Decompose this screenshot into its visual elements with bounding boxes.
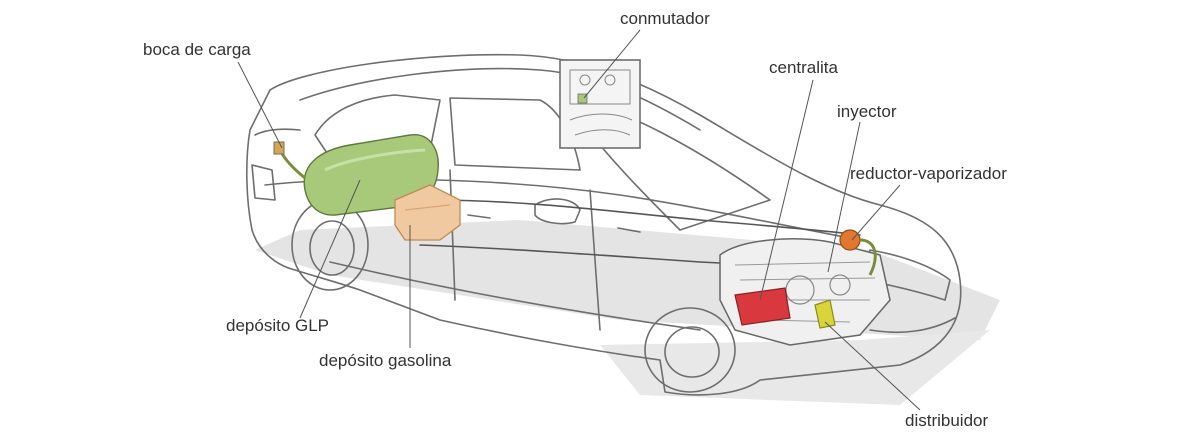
gas-line — [429, 199, 861, 236]
leader-distribuidor — [824, 321, 921, 411]
reducer-orange — [839, 229, 861, 251]
trunk-lid — [254, 128, 301, 136]
label-reductor-vaporizador: reductor-vaporizador — [850, 164, 1007, 183]
front-wheel — [644, 307, 736, 393]
side-mirror — [534, 198, 581, 225]
label-boca-de-carga: boca de carga — [143, 40, 251, 59]
door-line-front — [589, 189, 601, 331]
leader-inyector — [827, 121, 861, 273]
label-inyector: inyector — [837, 102, 897, 121]
ground-shadow — [255, 220, 1000, 340]
front-bumper — [869, 317, 956, 334]
ecu-red — [734, 287, 791, 326]
door-handle-rear — [467, 214, 491, 219]
label-deposito-gasolina: depósito gasolina — [319, 351, 452, 370]
reducer-hose — [859, 238, 877, 276]
car-roof — [299, 67, 701, 131]
filler-cap — [273, 141, 285, 155]
ground-shadow-front — [600, 330, 990, 405]
tail-light — [251, 164, 276, 201]
rear-window — [314, 94, 441, 166]
leader-deposito-glp — [299, 179, 361, 319]
label-deposito-glp: depósito GLP — [226, 316, 330, 335]
rear-wheel-hub — [309, 220, 355, 276]
gasoline-tank — [394, 184, 461, 241]
leader-boca-de-carga — [237, 61, 283, 149]
door-line-rear — [449, 169, 456, 301]
fuel-line — [419, 244, 761, 266]
distributor-yellow — [814, 299, 836, 329]
leader-reductor-vaporizador — [851, 184, 901, 241]
label-centralita: centralita — [769, 58, 838, 77]
front-wheel-hub — [664, 326, 720, 378]
dashboard-inset — [559, 59, 641, 149]
engine — [719, 238, 891, 346]
leader-centralita — [759, 79, 814, 301]
glp-tank — [303, 134, 439, 216]
label-conmutador: conmutador — [620, 9, 710, 28]
leader-conmutador — [583, 29, 641, 99]
rocker-line — [329, 261, 701, 331]
label-distribuidor: distribuidor — [905, 411, 989, 430]
door-handle-front — [617, 227, 641, 233]
